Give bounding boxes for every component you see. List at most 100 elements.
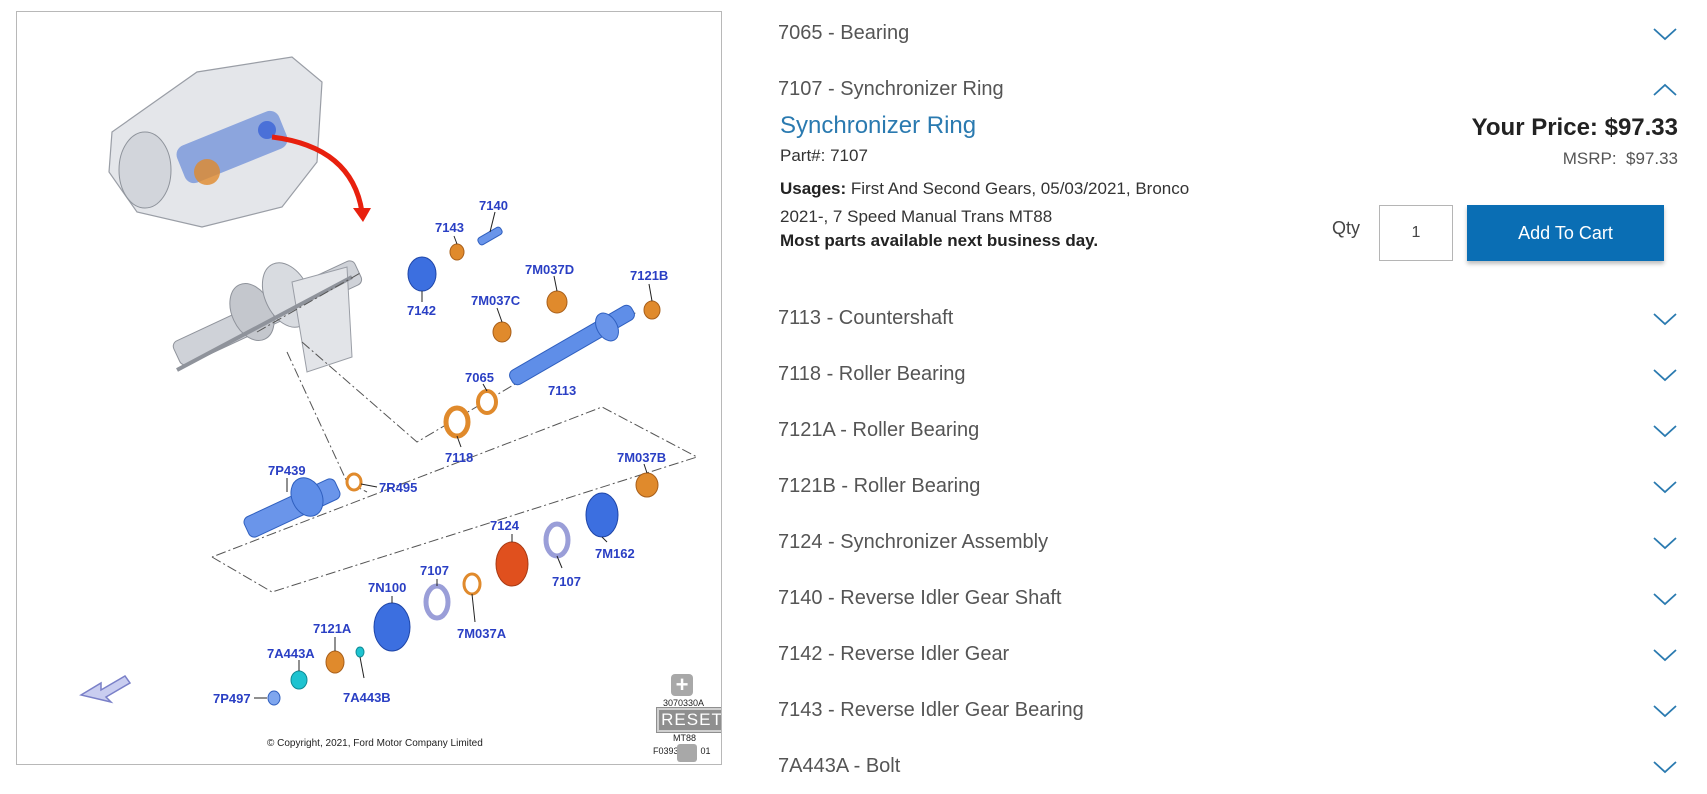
part-row[interactable]: 7113 - Countershaft	[778, 285, 1678, 341]
part-7p497-shape	[267, 690, 281, 706]
part-label[interactable]: 7065	[465, 370, 494, 385]
chevron-down-icon[interactable]	[1652, 703, 1678, 719]
your-price: Your Price: $97.33	[1471, 114, 1678, 141]
part-7142-shape	[407, 256, 437, 292]
part-label[interactable]: 7M037C	[471, 293, 521, 308]
part-row[interactable]: 7142 - Reverse Idler Gear	[778, 621, 1678, 677]
chevron-down-icon[interactable]	[1652, 647, 1678, 663]
part-7m162-shape	[585, 492, 619, 538]
add-to-cart-button[interactable]: Add To Cart	[1467, 205, 1664, 261]
part-7m037a-shape	[462, 572, 482, 596]
part-row-title[interactable]: 7140 - Reverse Idler Gear Shaft	[778, 587, 1062, 609]
part-label[interactable]: 7A443A	[267, 646, 315, 661]
part-7140-shape	[477, 226, 503, 246]
part-row-title[interactable]: 7118 - Roller Bearing	[778, 363, 966, 385]
red-pointer-arrow	[271, 134, 365, 213]
part-labels: 7140 7143 7142 7M037D 7121B 7M037C 7065 …	[213, 198, 668, 706]
part-label[interactable]: 7M037A	[457, 626, 507, 641]
chevron-down-icon[interactable]	[1652, 759, 1678, 775]
countershaft-illustration	[509, 304, 635, 386]
part-7118-shape	[443, 405, 471, 439]
part-row-expanded[interactable]: 7107 - Synchronizer Ring	[778, 56, 1678, 112]
part-label[interactable]: 7118	[445, 450, 473, 465]
part-7121b-shape	[643, 300, 661, 320]
part-label[interactable]: 7M037B	[617, 450, 666, 465]
transmission-housing-illustration	[108, 56, 323, 228]
part-label[interactable]: 7107	[552, 574, 581, 589]
chevron-down-icon[interactable]	[1652, 591, 1678, 607]
part-label[interactable]: 7142	[407, 303, 436, 318]
arrow-left-icon[interactable]	[79, 675, 132, 704]
part-row[interactable]: 7065 - Bearing	[778, 0, 1678, 56]
part-7a443a-shape	[290, 670, 308, 690]
part-label[interactable]: 7N100	[368, 580, 406, 595]
part-row-title[interactable]: 7113 - Countershaft	[778, 307, 954, 329]
part-label[interactable]: 7121B	[630, 268, 668, 283]
part-row[interactable]: 7124 - Synchronizer Assembly	[778, 509, 1678, 565]
part-label[interactable]: 7P439	[268, 463, 306, 478]
red-arrow-head	[353, 208, 371, 222]
part-usages: Usages: First And Second Gears, 05/03/20…	[780, 179, 1190, 226]
part-row[interactable]: 7A443A - Bolt	[778, 733, 1678, 789]
part-7r495-shape	[345, 472, 363, 492]
part-7107-ring-lower-shape	[423, 583, 451, 621]
msrp-price: MSRP: $97.33	[1562, 149, 1678, 168]
part-7124-shape	[495, 541, 529, 587]
part-7a443b-shape	[355, 646, 365, 658]
part-label[interactable]: 7121A	[313, 621, 352, 636]
leader-lines	[254, 211, 653, 699]
part-label[interactable]: 7M037D	[525, 262, 574, 277]
part-label[interactable]: 7A443B	[343, 690, 391, 705]
plus-icon[interactable]: +	[671, 674, 693, 696]
part-row-title[interactable]: 7107 - Synchronizer Ring	[778, 78, 1004, 100]
part-number: Part#: 7107	[780, 146, 868, 165]
part-7143-shape	[449, 243, 465, 261]
part-label[interactable]: 7140	[479, 198, 508, 213]
quantity-input[interactable]	[1379, 205, 1453, 261]
part-7m037b-shape	[635, 472, 659, 498]
part-row-title[interactable]: 7124 - Synchronizer Assembly	[778, 531, 1049, 553]
part-row-title[interactable]: 7065 - Bearing	[778, 22, 910, 44]
part-label[interactable]: 7113	[548, 383, 576, 398]
chevron-down-icon[interactable]	[1652, 311, 1678, 327]
part-label[interactable]: 7M162	[595, 546, 635, 561]
part-row[interactable]: 7121A - Roller Bearing	[778, 397, 1678, 453]
reset-button[interactable]: RESET	[656, 707, 721, 733]
part-7m037d-shape	[546, 290, 568, 314]
parts-list: 7065 - Bearing 7107 - Synchronizer Ring …	[778, 0, 1678, 789]
part-label[interactable]: 7P497	[213, 691, 251, 706]
copyright-notice: © Copyright, 2021, Ford Motor Company Li…	[267, 738, 483, 749]
part-row[interactable]: 7140 - Reverse Idler Gear Shaft	[778, 565, 1678, 621]
chevron-down-icon[interactable]	[1652, 479, 1678, 495]
part-detail-panel: Synchronizer Ring Part#: 7107 Usages: Fi…	[778, 112, 1678, 285]
part-row-title[interactable]: 7121A - Roller Bearing	[778, 419, 980, 441]
part-7n100-shape	[373, 602, 411, 652]
part-label[interactable]: 7143	[435, 220, 464, 235]
mainshaft-illustration	[172, 260, 363, 373]
qty-label: Qty	[1332, 218, 1361, 238]
part-row-title[interactable]: 7143 - Reverse Idler Gear Bearing	[778, 699, 1084, 721]
part-label[interactable]: 7107	[420, 563, 449, 578]
part-label[interactable]: 7R495	[379, 480, 417, 495]
part-row-title[interactable]: 7A443A - Bolt	[778, 755, 901, 777]
part-7065-shape	[476, 389, 498, 415]
part-row[interactable]: 7143 - Reverse Idler Gear Bearing	[778, 677, 1678, 733]
minus-icon[interactable]	[677, 744, 697, 762]
availability-note: Most parts available next business day.	[780, 231, 1099, 250]
part-7121a-shape	[325, 650, 345, 674]
diagram-canvas[interactable]: 7140 7143 7142 7M037D 7121B 7M037C 7065 …	[17, 12, 722, 765]
part-row[interactable]: 7118 - Roller Bearing	[778, 341, 1678, 397]
part-7m037c-shape	[492, 321, 512, 343]
chevron-up-icon[interactable]	[1652, 82, 1678, 98]
diagram-model: MT88	[673, 733, 697, 743]
chevron-down-icon[interactable]	[1652, 423, 1678, 439]
part-row-title[interactable]: 7142 - Reverse Idler Gear	[778, 643, 1010, 665]
part-row-title[interactable]: 7121B - Roller Bearing	[778, 475, 981, 497]
chevron-down-icon[interactable]	[1652, 26, 1678, 42]
exploded-parts-diagram[interactable]: 7140 7143 7142 7M037D 7121B 7M037C 7065 …	[16, 11, 722, 765]
part-row[interactable]: 7121B - Roller Bearing	[778, 453, 1678, 509]
part-name-link[interactable]: Synchronizer Ring	[780, 112, 977, 139]
chevron-down-icon[interactable]	[1652, 535, 1678, 551]
chevron-down-icon[interactable]	[1652, 367, 1678, 383]
part-label[interactable]: 7124	[490, 518, 520, 533]
